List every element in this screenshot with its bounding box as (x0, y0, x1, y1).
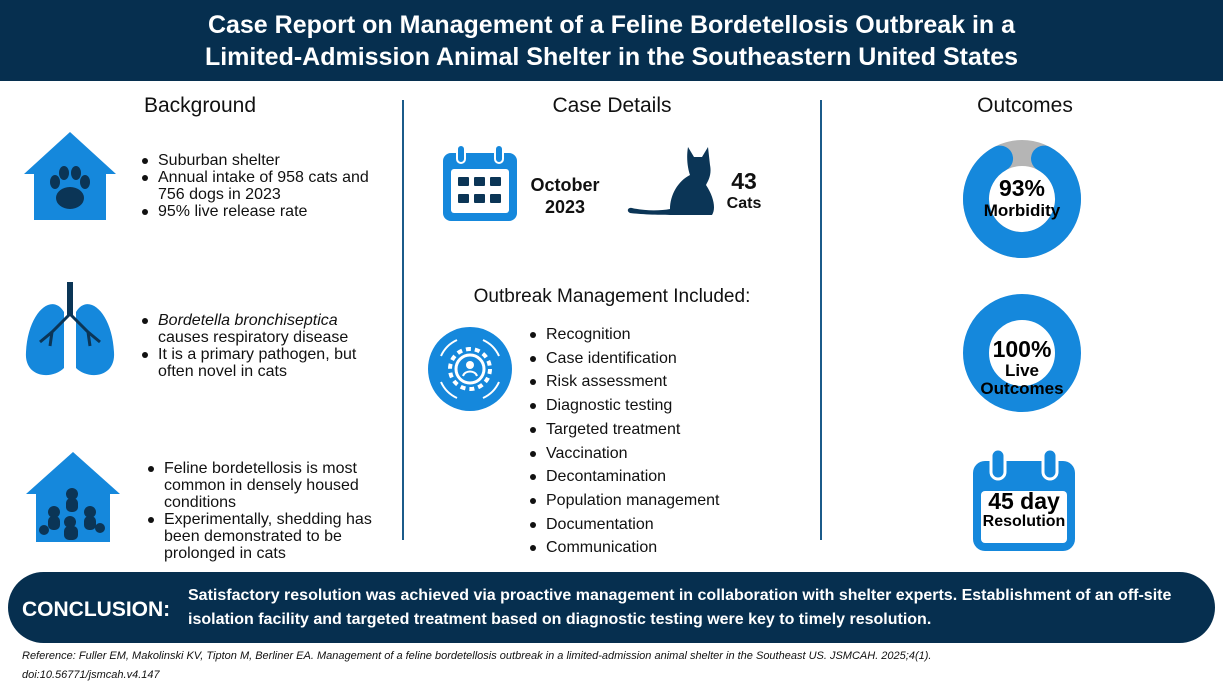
calendar-icon (443, 144, 517, 221)
process-gear-icon (428, 327, 512, 411)
outcomes-heading: Outcomes (977, 94, 1073, 117)
column-divider (820, 100, 822, 540)
cat-count: 43 Cats (726, 168, 762, 212)
morbidity-ring (963, 140, 1081, 258)
conclusion-banner: CONCLUSION: Satisfactory resolution was … (8, 572, 1215, 643)
reference: Reference: Fuller EM, Makolinski KV, Tip… (22, 650, 932, 681)
management-heading: Outbreak Management Included: (473, 286, 751, 307)
lungs-icon (25, 282, 115, 376)
cat-icon (627, 147, 714, 215)
management-list: Recognition Case identification Risk ass… (528, 323, 798, 560)
morbidity-arc (963, 140, 1081, 258)
background-heading: Background (143, 94, 257, 117)
live-outcomes-text: 100% Live Outcomes (980, 336, 1064, 398)
background-list-1: Suburban shelter Annual intake of 958 ca… (140, 152, 380, 220)
house-paw-icon (24, 132, 116, 220)
column-divider (402, 100, 404, 540)
morbidity-text: 93% Morbidity (983, 175, 1061, 220)
resolution-calendar-icon (973, 447, 1075, 551)
case-details-heading: Case Details (552, 94, 672, 117)
conclusion-text: Satisfactory resolution was achieved via… (188, 587, 1172, 628)
background-list-2: Bordetella bronchiseptica causes respira… (140, 312, 380, 380)
resolution-text: 45 day Resolution (982, 488, 1066, 530)
background-list-3: Feline bordetellosis is most common in d… (146, 460, 396, 562)
conclusion-label: CONCLUSION: (22, 598, 171, 621)
live-outcomes-ring (963, 294, 1081, 412)
page-title: Case Report on Management of a Feline Bo… (0, 0, 1223, 81)
house-cats-icon (26, 452, 120, 542)
